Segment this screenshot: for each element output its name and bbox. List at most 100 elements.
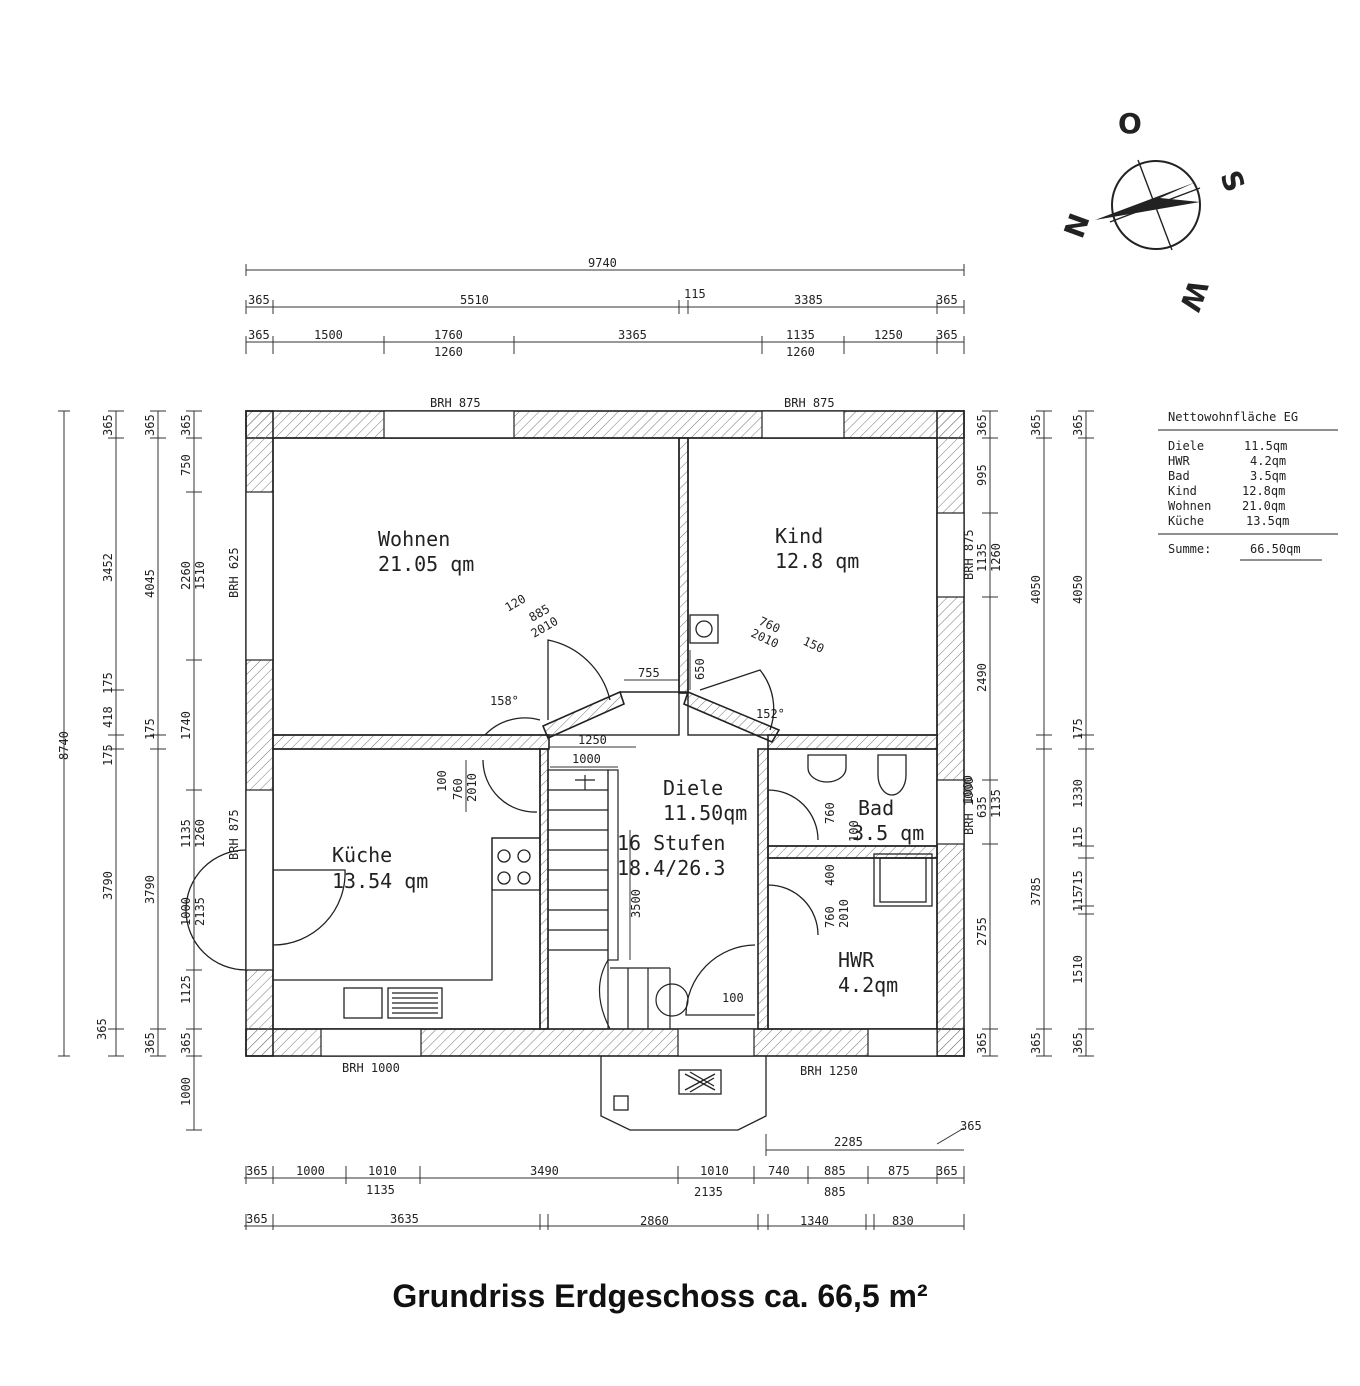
dim-interior: 650 [693,658,707,680]
dim-bottom-r1: 1010 [368,1164,397,1178]
dim-top-r3: 1135 [786,328,815,342]
dim-left-c3: 365 [143,1032,157,1054]
dim-left-c4: 1740 [179,711,193,740]
dim-interior: 100 [847,820,861,842]
dim-right-c2: 365 [1029,414,1043,436]
brh-left-top: BRH 625 [227,547,241,598]
legend-sum-value: 66.50qm [1250,542,1301,556]
dim-left-c3: 175 [143,718,157,740]
dim-interior: 760 [823,906,837,928]
dim-bottom-r2: 1340 [800,1214,829,1228]
compass-west: W [1173,276,1215,316]
brh-right-bad: BRH 1000 [962,777,976,835]
dim-bottom-r1: 885 [824,1164,846,1178]
windows [245,410,965,1057]
dim-interior: 1250 [578,733,607,747]
dim-right-c3: 365 [1071,1032,1085,1054]
dim-right-c3: 365 [1071,414,1085,436]
dim-top-r3: 365 [936,328,958,342]
dim-bottom-r1: 3490 [530,1164,559,1178]
legend-room: Diele [1168,439,1204,453]
dim-left-c4: 750 [179,454,193,476]
dim-right-c1: 995 [975,464,989,486]
dim-right-c1: 365 [975,1032,989,1054]
dim-left-c3: 4045 [143,569,157,598]
legend-title: Nettowohnfläche EG [1168,410,1298,424]
dim-top-r3: 1500 [314,328,343,342]
room-kueche-area: 13.54 qm [332,869,428,893]
legend-area: 4.2qm [1250,454,1286,468]
dim-interior: 760 [823,802,837,824]
dim-right-c1: 635 [975,796,989,818]
dim-bottom-365: 365 [960,1119,982,1133]
brh-bottom-left: BRH 1000 [342,1061,400,1075]
dim-interior: 158° [490,694,519,708]
dim-top-r2: 115 [684,287,706,301]
dim-bottom-r1: 365 [936,1164,958,1178]
room-bad-name: Bad [858,796,894,820]
dim-left-c2: 418 [101,706,115,728]
staircase [547,769,689,1030]
doors [185,639,819,1016]
room-bad-area: 3.5 qm [852,821,924,845]
dim-left-c2: 365 [95,1018,109,1040]
area-legend: Nettowohnfläche EG Diele 11.5qm HWR 4.2q… [1158,410,1338,561]
dim-left-c2: 365 [101,414,115,436]
dim-left-c4: 1260 [193,819,207,848]
dim-top-r2: 365 [936,293,958,307]
dim-bottom-r1: 1010 [700,1164,729,1178]
dim-left-c4: 365 [179,414,193,436]
dim-left-total: 8740 [57,731,71,760]
brh-top-right: BRH 875 [784,396,835,410]
dim-top-r2: 5510 [460,293,489,307]
dim-left-c3: 3790 [143,875,157,904]
compass-circle-icon [1111,160,1201,250]
dim-right-c1: 1260 [989,543,1003,572]
dim-bottom-r2: 2860 [640,1214,669,1228]
room-kind-name: Kind [775,524,823,548]
dim-bottom-r2: 365 [246,1212,268,1226]
dim-left-c4: 1000 [179,1077,193,1106]
chimney [689,614,719,644]
dim-interior: 3500 [629,889,643,918]
dim-left-c4: 1135 [179,819,193,848]
brh-top-left: BRH 875 [430,396,481,410]
room-kind-area: 12.8 qm [775,549,859,573]
page-caption: Grundriss Erdgeschoss ca. 66,5 m² [392,1278,928,1314]
legend-room: Kind [1168,484,1197,498]
north-arrow-icon [1095,182,1200,220]
dim-bottom-r1-sub: 885 [824,1185,846,1199]
bath-fittings [807,754,933,907]
dim-right-c2: 365 [1029,1032,1043,1054]
room-wohnen-name: Wohnen [378,527,450,551]
dim-right-c3: 1330 [1071,779,1085,808]
dim-left-c2: 175 [101,744,115,766]
dim-interior: 150 [801,634,827,656]
legend-area: 13.5qm [1246,514,1289,528]
dim-bottom-r2: 830 [892,1214,914,1228]
dim-right-c1: 1135 [975,543,989,572]
dim-right-c3: 115 [1071,826,1085,848]
dim-top-r3-sub: 1260 [434,345,463,359]
compass-north: N [1058,209,1097,242]
dim-left-c3: 365 [143,414,157,436]
dim-right-c1: 365 [975,414,989,436]
stairs-ratio: 18.4/26.3 [617,856,725,880]
dim-right-c3: 115 [1071,890,1085,912]
room-hwr-name: HWR [838,948,875,972]
room-kueche-name: Küche [332,843,392,867]
dim-top-r3: 1760 [434,328,463,342]
legend-area: 11.5qm [1244,439,1287,453]
dim-interior: 120 [503,592,529,615]
dim-right-c3: 1510 [1071,955,1085,984]
stairs-steps: 16 Stufen [617,831,725,855]
dim-top-r3: 365 [248,328,270,342]
dim-interior: 1000 [572,752,601,766]
dim-top-r3: 3365 [618,328,647,342]
room-diele-name: Diele [663,776,723,800]
legend-room: Bad [1168,469,1190,483]
dim-bottom-r1: 740 [768,1164,790,1178]
room-outlines [272,437,938,1030]
dim-interior: 400 [823,864,837,886]
